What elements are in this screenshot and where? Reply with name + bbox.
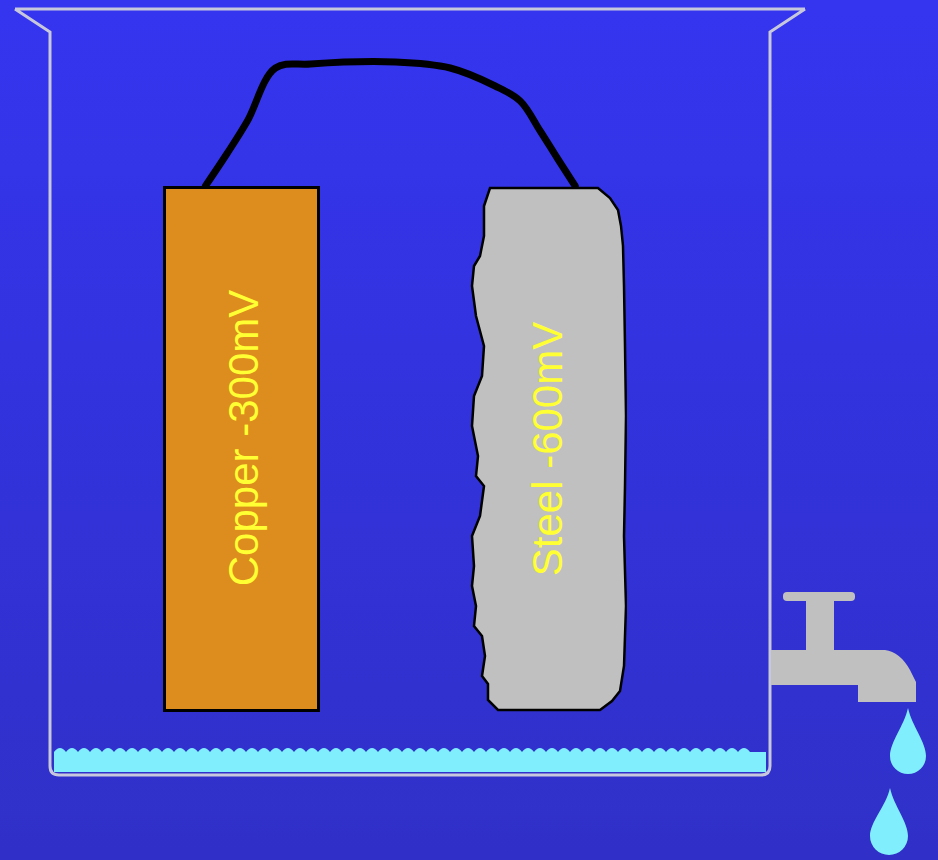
steel-outline	[472, 188, 626, 710]
copper-plate: Copper -300mV	[163, 186, 320, 712]
water	[54, 748, 766, 772]
plate-label: Copper -300mV	[224, 290, 266, 586]
water-drop	[870, 788, 908, 855]
tap-spout	[771, 650, 916, 702]
copper-outline	[165, 188, 319, 711]
steel-plate: Steel -600mV	[470, 186, 627, 712]
tap	[771, 592, 916, 702]
beaker-outline	[15, 9, 805, 775]
tap-stem	[806, 600, 834, 652]
connecting-wire	[205, 62, 575, 186]
water-drop	[890, 708, 926, 774]
plate-label: Steel -600mV	[528, 322, 570, 576]
tap-handle	[783, 592, 855, 601]
